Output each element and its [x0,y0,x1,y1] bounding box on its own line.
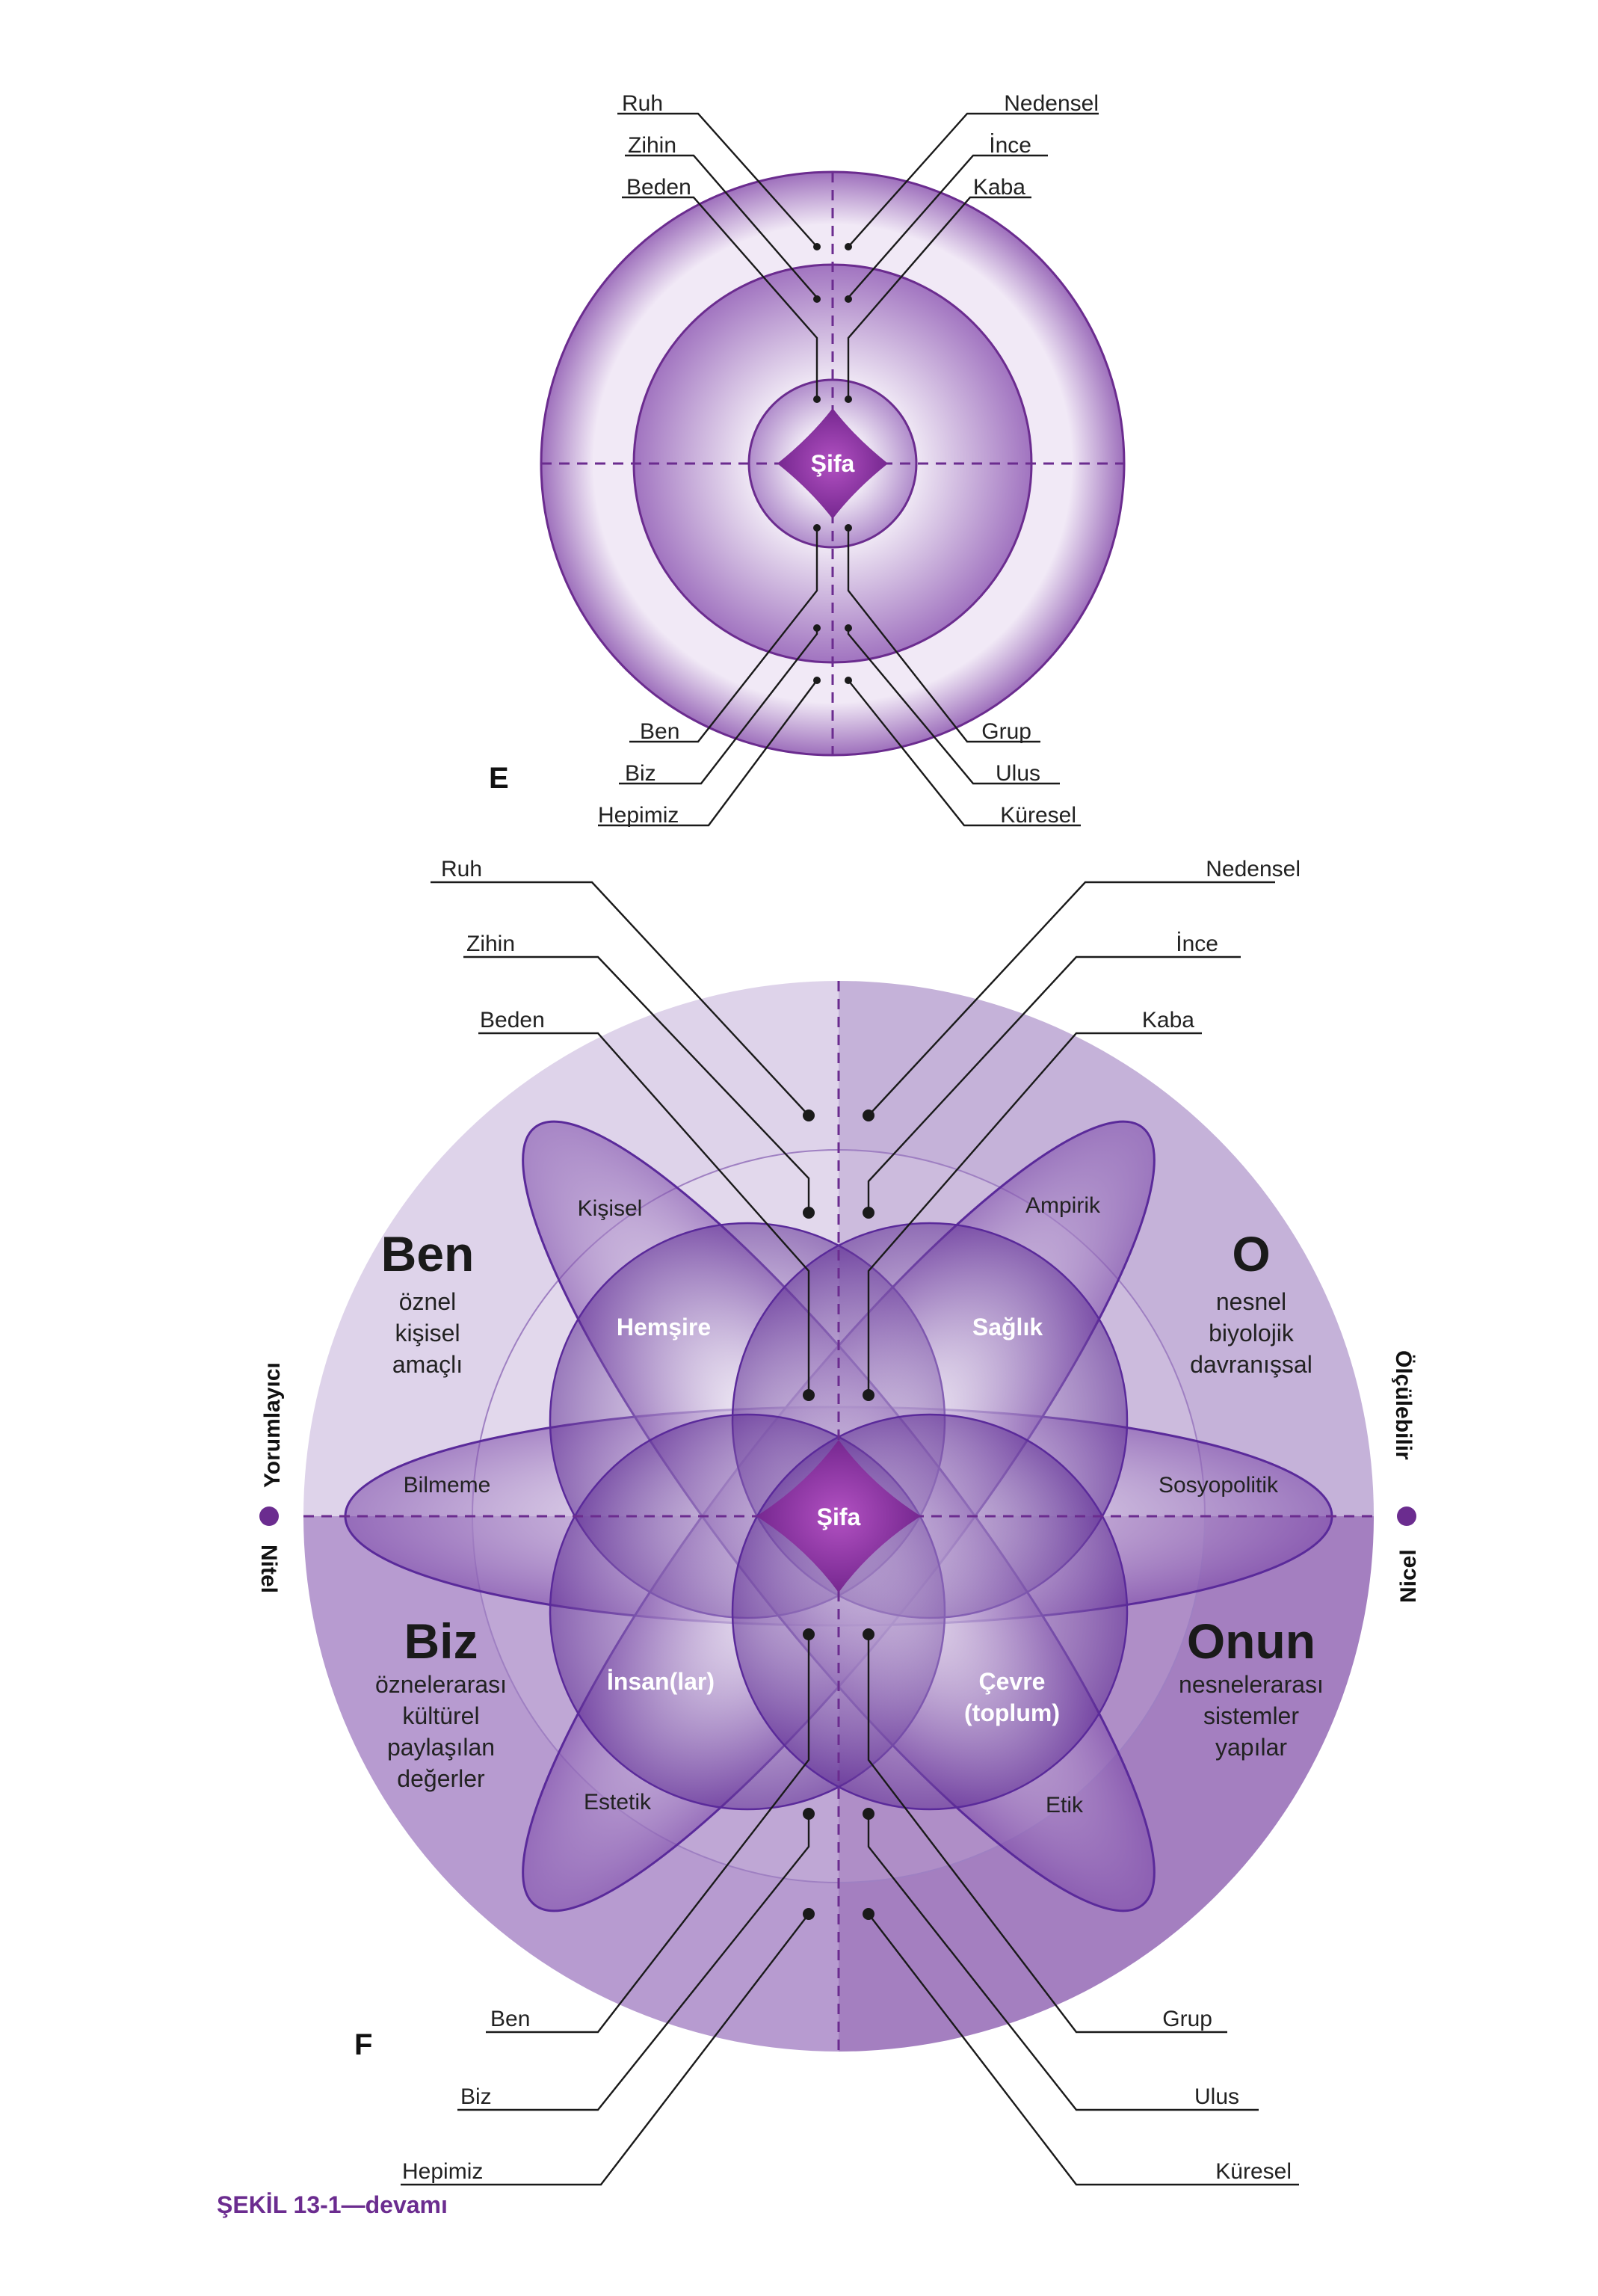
axis-label-nicel: Nicel [1396,1549,1421,1603]
label-f-kaba: Kaba [1142,1008,1194,1032]
quadrant-ll-line-3: paylaşılan [387,1734,495,1761]
quadrant-ll-line-1: öznelerarası [375,1671,507,1698]
label-f-hepimiz: Hepimiz [402,2159,483,2184]
petal-ampirik: Ampirik [1025,1193,1101,1218]
quadrant-ll-line-2: kültürel [402,1702,479,1729]
leaders-f-bottom-right [863,1628,1299,2186]
label-e-ulus: Ulus [996,761,1040,786]
label-e-biz: Biz [625,761,656,786]
label-e-zihin: Zihin [628,133,676,158]
petal-bilmeme: Bilmeme [404,1473,491,1498]
axis-dot-left [259,1506,279,1526]
label-e-nedensel: Nedensel [1004,91,1099,116]
quadrant-ur-line-2: biyolojik [1209,1320,1295,1346]
figure-caption: ŞEKİL 13-1—devamı [217,2191,448,2218]
quadrant-ul-line-3: amaçlı [392,1351,463,1378]
quadrant-ll-line-4: değerler [397,1765,485,1792]
label-e-kuresel: Küresel [1000,803,1076,828]
core-diamond-f [756,1440,921,1592]
axis-label-nitel: Nitel [256,1545,281,1593]
label-f-kuresel: Küresel [1215,2159,1292,2184]
label-e-hepimiz: Hepimiz [598,803,679,828]
circle-label-hemsire: Hemşire [617,1314,711,1341]
panel-f: Şifa Ruh Zihin Beden Nedensel İnce Kaba [256,857,1421,2186]
axis-dot-right [1397,1506,1416,1526]
label-e-kaba: Kaba [973,175,1025,200]
quadrant-title-ben: Ben [381,1226,475,1281]
label-e-beden: Beden [626,175,691,200]
quadrant-lr-line-3: yapılar [1215,1734,1287,1761]
label-f-nedensel: Nedensel [1206,857,1301,881]
quadrant-ul-line-1: öznel [399,1288,457,1315]
petal-etik: Etik [1046,1793,1084,1818]
core-diamond-e [777,408,888,519]
label-f-ruh: Ruh [441,857,482,881]
quadrant-title-o: O [1232,1226,1270,1281]
leaders-e-bottom-right [845,524,1081,827]
label-f-ince: İnce [1176,932,1218,956]
quadrant-ul-line-2: kişisel [395,1320,460,1346]
label-f-ben: Ben [490,2007,530,2031]
label-f-biz: Biz [460,2084,492,2109]
circle-label-cevre: Çevre [979,1668,1046,1695]
leaders-f-top-right [863,881,1275,1401]
quadrant-lr-line-2: sistemler [1203,1702,1299,1729]
label-f-zihin: Zihin [466,932,515,956]
petal-estetik: Estetik [584,1790,652,1815]
circle-label-toplum: (toplum) [964,1699,1060,1726]
core-label-f: Şifa [817,1504,861,1530]
axis-label-olculebilir: Ölçülebilir [1391,1350,1416,1460]
petal-kisisel: Kişisel [578,1196,643,1221]
leaders-e-bottom-left [598,524,821,827]
label-f-grup: Grup [1162,2007,1212,2031]
panel-e: Şifa Ruh Zihin Beden Nedensel İnce Kaba … [489,91,1126,828]
label-f-beden: Beden [480,1008,545,1032]
label-e-ben: Ben [640,719,679,744]
quadrant-title-biz: Biz [404,1613,478,1669]
axis-label-yorumlayici: Yorumlayıcı [260,1362,285,1488]
quadrant-ur-line-3: davranışsal [1190,1351,1312,1378]
label-f-ulus: Ulus [1194,2084,1239,2109]
label-e-ruh: Ruh [622,91,663,116]
circle-label-saglik: Sağlık [972,1314,1043,1341]
label-e-ince: İnce [989,133,1031,158]
quadrant-title-onun: Onun [1187,1613,1315,1669]
panel-letter-f: F [354,2028,372,2061]
leaders-f-bottom-left [401,1628,815,2186]
leaders-f-top-left [431,881,815,1401]
petal-sosyopolitik: Sosyopolitik [1159,1473,1279,1498]
leaders-e-top-left [617,112,821,403]
quadrant-ur-line-1: nesnel [1216,1288,1286,1315]
circle-label-insanlar: İnsan(lar) [607,1668,715,1695]
panel-letter-e: E [489,762,509,795]
label-e-grup: Grup [981,719,1031,744]
quadrant-lr-line-1: nesnelerarası [1179,1671,1324,1698]
leaders-e-top-right [845,112,1099,403]
core-label-e: Şifa [811,450,855,477]
